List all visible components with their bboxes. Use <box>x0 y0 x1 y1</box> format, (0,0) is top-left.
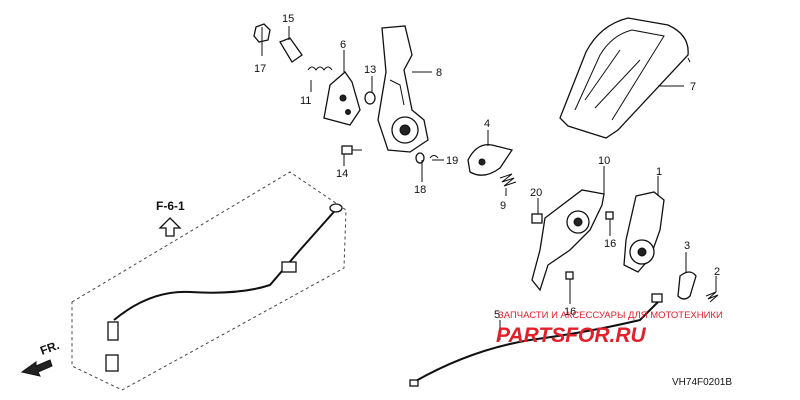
part-6-bracket <box>323 71 361 126</box>
callout-6: 6 <box>340 39 346 51</box>
reference-label: F-6-1 <box>156 199 185 213</box>
callout-1: 1 <box>656 166 662 178</box>
part-9-spring <box>499 173 517 187</box>
callout-15: 15 <box>282 13 294 25</box>
callout-20: 20 <box>530 187 542 199</box>
callout-18: 18 <box>414 184 426 196</box>
front-marker-label: FR. <box>38 338 61 358</box>
callout-16-upper: 16 <box>604 238 616 250</box>
part-14-bolt <box>341 145 362 155</box>
front-arrow-icon <box>20 359 53 377</box>
part-10-bracket <box>531 189 605 292</box>
callout-10: 10 <box>598 155 610 167</box>
callout-3: 3 <box>684 240 690 252</box>
part-3-plate <box>677 271 697 300</box>
callout-5: 5 <box>494 309 500 321</box>
part-16-lower-screw <box>565 271 574 280</box>
part-19-clip <box>429 155 439 159</box>
diagram-code: VH74F0201B <box>672 377 732 388</box>
callout-4: 4 <box>484 118 490 130</box>
part-8-lever <box>377 25 429 153</box>
part-13-washer <box>364 91 376 105</box>
part-2-spring <box>705 291 719 303</box>
part-16-upper-screw <box>605 211 614 220</box>
part-11-spring <box>307 66 333 71</box>
reference-arrow <box>158 217 182 237</box>
callout-19: 19 <box>446 155 458 167</box>
callout-14: 14 <box>336 168 348 180</box>
part-20-screw <box>531 213 543 224</box>
watermark: ЗАПЧАСТИ И АКСЕССУАРЫ ДЛЯ МОТОТЕХНИКИ PA… <box>496 310 723 347</box>
part-4-cam <box>467 143 514 176</box>
watermark-tagline: ЗАПЧАСТИ И АКСЕССУАРЫ ДЛЯ МОТОТЕХНИКИ <box>498 310 723 321</box>
watermark-brand: PARTSFOR.RU <box>496 324 647 347</box>
callout-2: 2 <box>714 266 720 278</box>
part-15-collar <box>279 37 303 63</box>
callout-11: 11 <box>300 95 311 107</box>
leader-lines <box>261 26 717 340</box>
callout-8: 8 <box>436 67 442 79</box>
callout-9: 9 <box>500 200 506 212</box>
callout-17: 17 <box>254 63 266 75</box>
callout-7: 7 <box>690 81 696 93</box>
part-1-lever <box>623 191 665 273</box>
part-18-washer <box>415 152 425 164</box>
callout-16-lower: 16 <box>564 306 576 318</box>
inset-throttle-cable <box>71 171 347 391</box>
part-7-cover <box>559 17 691 139</box>
callout-13: 13 <box>364 64 376 76</box>
part-5-cable <box>409 293 663 387</box>
